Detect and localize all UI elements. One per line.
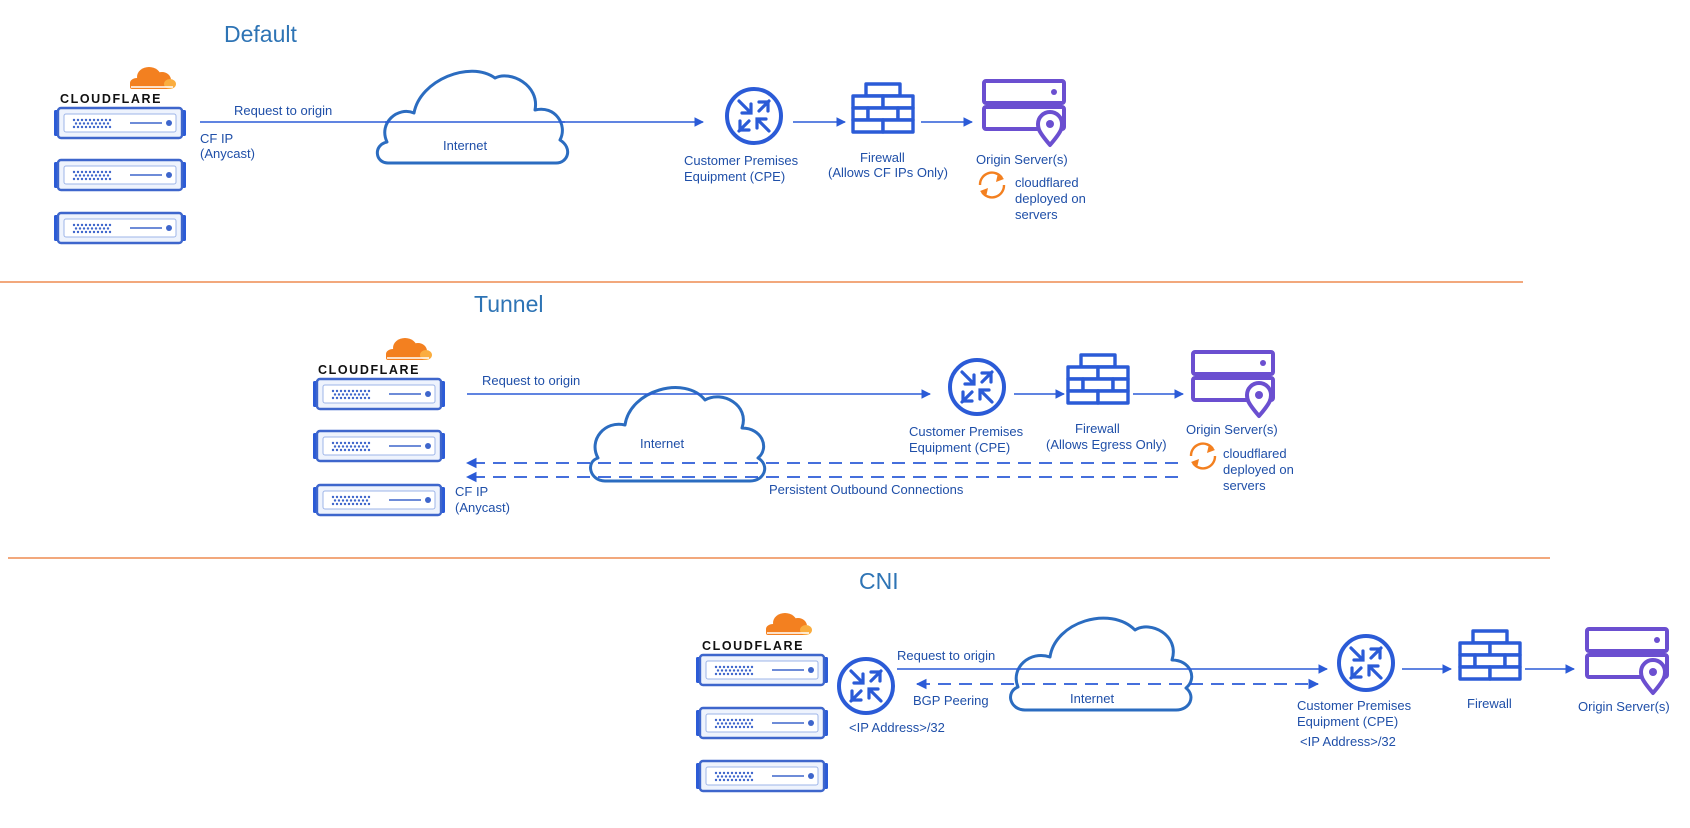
origin-server-icon	[1585, 627, 1669, 695]
request-label: Request to origin	[234, 103, 332, 118]
section-default: Default CLOUDFLARE Request to origin CF …	[52, 21, 1086, 245]
firewall-label: Firewall	[860, 150, 905, 165]
request-label: Request to origin	[897, 648, 995, 663]
internet-label: Internet	[640, 436, 684, 451]
cpe-sublabel: Equipment (CPE)	[1297, 714, 1398, 729]
server-unit	[311, 429, 447, 463]
cloudflare-logo	[765, 612, 813, 636]
server-unit	[311, 377, 447, 411]
cf-ip-label: CF IP	[455, 484, 488, 499]
firewall-label: Firewall	[1075, 421, 1120, 436]
server-unit	[311, 483, 447, 517]
ip-address-label: <IP Address>/32	[1300, 734, 1396, 749]
cloudflare-wordmark: CLOUDFLARE	[60, 92, 162, 106]
internet-label: Internet	[1070, 691, 1114, 706]
cpe-label: Customer Premises	[909, 424, 1024, 439]
cpe-sublabel: Equipment (CPE)	[909, 440, 1010, 455]
origin-server-icon	[982, 79, 1066, 147]
bgp-label: BGP Peering	[913, 693, 989, 708]
origin-label: Origin Server(s)	[1578, 699, 1670, 714]
internet-label: Internet	[443, 138, 487, 153]
cloudflared-label: cloudflared	[1223, 446, 1287, 461]
firewall-brick-icon	[851, 82, 915, 134]
firewall-brick-icon	[1066, 353, 1130, 405]
cloudflared-label: servers	[1223, 478, 1266, 493]
server-unit	[52, 106, 188, 140]
server-unit	[52, 158, 188, 192]
server-unit	[694, 653, 830, 687]
firewall-brick-icon	[1458, 629, 1522, 681]
cloudflared-label: servers	[1015, 207, 1058, 222]
persistent-label: Persistent Outbound Connections	[769, 482, 964, 497]
origin-server-icon	[1191, 350, 1275, 418]
sync-icon	[1189, 442, 1217, 470]
sync-icon	[978, 171, 1006, 199]
firewall-sublabel: (Allows Egress Only)	[1046, 437, 1167, 452]
section-title: Default	[224, 21, 297, 47]
firewall-label: Firewall	[1467, 696, 1512, 711]
section-title: CNI	[859, 568, 899, 594]
cloudflare-logo	[129, 66, 177, 90]
router-icon	[948, 358, 1006, 416]
cpe-label: Customer Premises	[684, 153, 799, 168]
cloudflare-server-stack: CLOUDFLARE	[52, 66, 188, 245]
server-unit	[694, 706, 830, 740]
router-icon	[725, 87, 783, 145]
cloudflare-logo	[385, 337, 433, 361]
cloudflare-wordmark: CLOUDFLARE	[702, 639, 804, 653]
router-icon	[837, 657, 895, 715]
cloudflared-label: cloudflared	[1015, 175, 1079, 190]
request-label: Request to origin	[482, 373, 580, 388]
cloudflare-server-stack: CLOUDFLARE	[694, 612, 830, 793]
cloudflared-label: deployed on	[1015, 191, 1086, 206]
origin-label: Origin Server(s)	[1186, 422, 1278, 437]
server-unit	[694, 759, 830, 793]
cloud-icon	[375, 69, 570, 165]
server-unit	[52, 211, 188, 245]
section-cni: CNI CLOUDFLARE <IP Address>/32 Request t…	[694, 568, 1670, 793]
cf-ip-sublabel: (Anycast)	[200, 146, 255, 161]
router-icon	[1337, 634, 1395, 692]
ip-address-label: <IP Address>/32	[849, 720, 945, 735]
cloud-icon	[589, 386, 767, 483]
cloudflare-wordmark: CLOUDFLARE	[318, 363, 420, 377]
cloudflared-label: deployed on	[1223, 462, 1294, 477]
cpe-sublabel: Equipment (CPE)	[684, 169, 785, 184]
cf-ip-sublabel: (Anycast)	[455, 500, 510, 515]
section-tunnel: Tunnel CLOUDFLARE Internet Request to or…	[311, 291, 1294, 517]
firewall-sublabel: (Allows CF IPs Only)	[828, 165, 948, 180]
origin-label: Origin Server(s)	[976, 152, 1068, 167]
cloudflare-server-stack: CLOUDFLARE	[311, 337, 447, 517]
cpe-label: Customer Premises	[1297, 698, 1412, 713]
cf-ip-label: CF IP	[200, 131, 233, 146]
section-title: Tunnel	[474, 291, 543, 317]
